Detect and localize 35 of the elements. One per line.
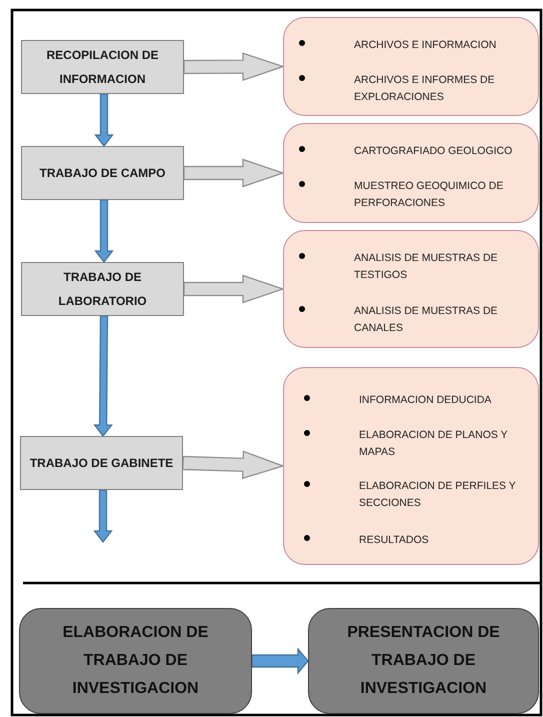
step-label: RECOPILACION DE INFORMACION [45, 47, 160, 88]
process-box [20, 436, 183, 490]
process-box [21, 146, 184, 200]
list-panel [283, 123, 539, 223]
list-item-text: ARCHIVOS E INFORMES DE EXPLORACIONES [354, 73, 496, 105]
list-item-text: ANALISIS DE MUESTRAS DE CANALES [354, 304, 499, 336]
list-item-text: INFORMACION DEDUCIDA [359, 393, 492, 408]
process-box [21, 40, 184, 94]
result-label: ELABORACION DE TRABAJO DE INVESTIGACION [62, 623, 210, 699]
block-arrow [94, 93, 114, 147]
block-arrow [93, 489, 113, 543]
block-arrow [182, 450, 285, 480]
process-box [21, 262, 184, 316]
result-box [308, 608, 539, 714]
result-label: PRESENTACION DE TRABAJO DE INVESTIGACION [346, 623, 501, 699]
block-arrow [251, 647, 309, 675]
block-arrow [183, 274, 285, 304]
result-box [19, 608, 252, 714]
list-item-text: ELABORACION DE PERFILES Y SECCIONES [359, 479, 517, 511]
block-arrow [94, 199, 114, 263]
list-item-text: ELABORACION DE PLANOS Y MAPAS [359, 428, 508, 460]
list-panel [283, 17, 539, 116]
list-item-text: CARTOGRAFIADO GEOLOGICO [354, 144, 514, 159]
list-item-text: ANALISIS DE MUESTRAS DE TESTIGOS [354, 251, 499, 283]
list-panel [283, 230, 539, 348]
list-item-text: ARCHIVOS E INFORMACION [354, 38, 498, 53]
list-panel [283, 367, 539, 565]
block-arrow [93, 315, 113, 437]
step-label: TRABAJO DE LABORATORIO [57, 269, 148, 310]
step-label: TRABAJO DE CAMPO [38, 165, 166, 182]
list-item-text: RESULTADOS [359, 533, 430, 548]
block-arrow [183, 52, 285, 82]
block-arrow [183, 158, 285, 188]
list-item-text: MUESTREO GEOQUIMICO DE PERFORACIONES [354, 179, 504, 211]
step-label: TRABAJO DE GABINETE [28, 455, 174, 472]
